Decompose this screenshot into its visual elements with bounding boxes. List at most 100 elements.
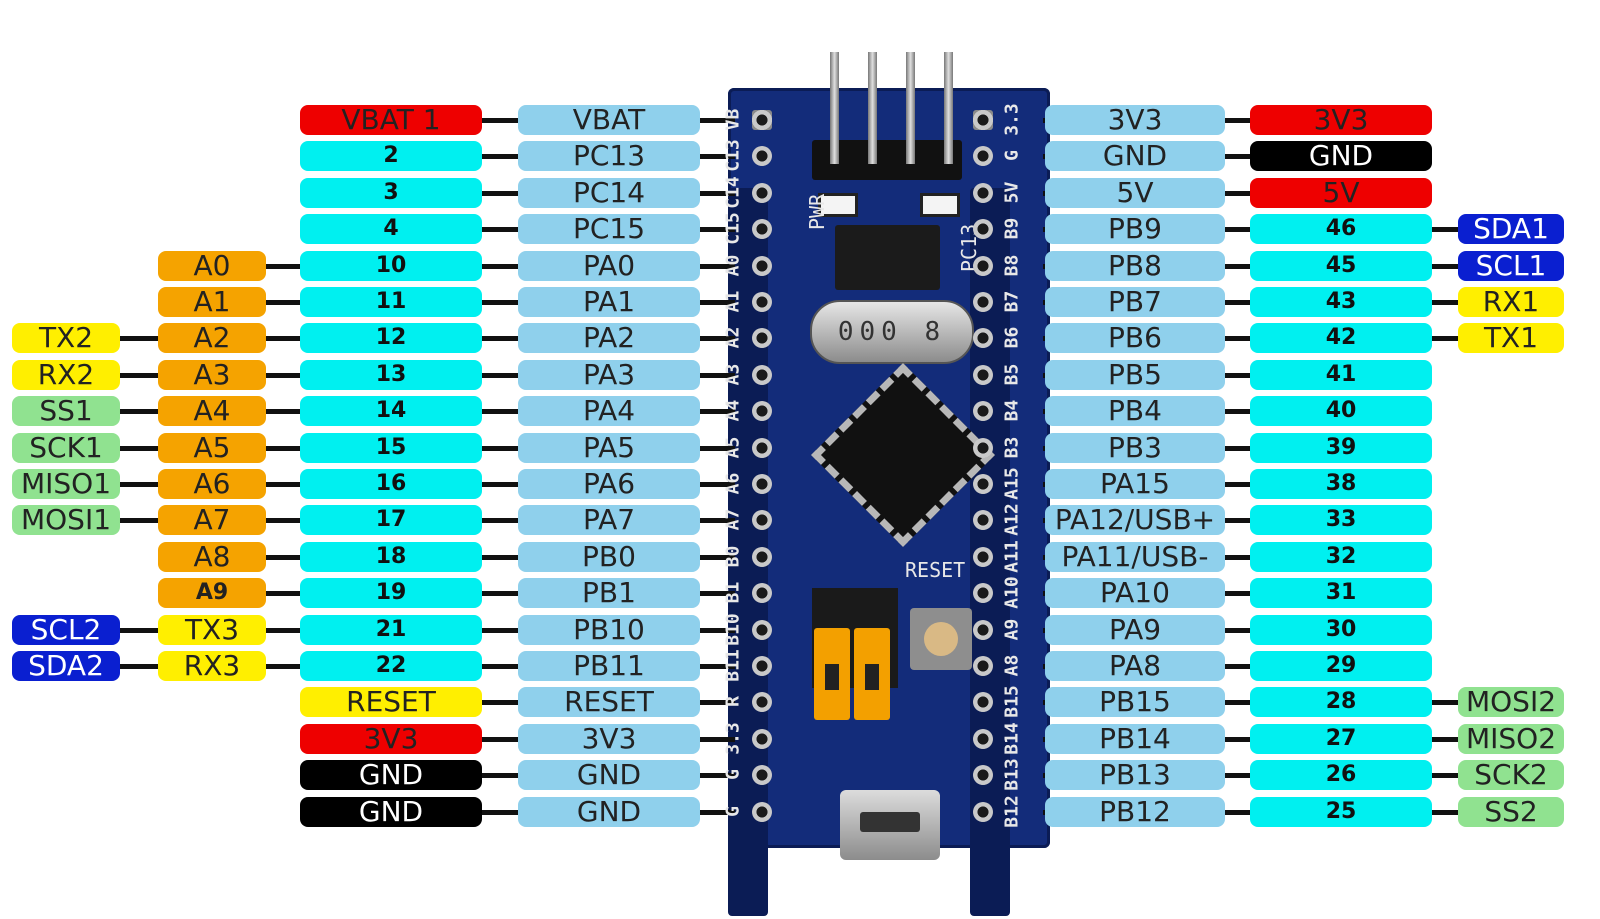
- silk-label: B8: [1001, 254, 1023, 276]
- silk-label: A9: [1001, 618, 1023, 640]
- header-pad: [752, 728, 772, 749]
- pin-number: 43: [1250, 287, 1432, 317]
- header-pad: [752, 656, 772, 676]
- wire: [698, 482, 735, 487]
- analog-label: A0: [158, 250, 266, 281]
- silk-label: A11: [1001, 540, 1023, 573]
- alt-function-label: MISO2: [1458, 723, 1564, 754]
- header-pad: [973, 255, 993, 276]
- boot1-jumper[interactable]: [854, 628, 890, 720]
- header-pad: [752, 292, 772, 312]
- port-name: PB11: [518, 651, 700, 681]
- port-name: PB0: [518, 541, 700, 572]
- header-pad: [973, 656, 993, 676]
- port-name: PA1: [518, 287, 700, 317]
- alt-function-label: SCK1: [12, 432, 120, 463]
- wire: [698, 409, 735, 415]
- header-pad: [973, 765, 993, 786]
- wire: [1430, 227, 1462, 233]
- header-pad: [752, 801, 772, 822]
- wire: [1222, 554, 1252, 560]
- port-name: PA15: [1045, 469, 1225, 499]
- header-pad: [752, 182, 772, 203]
- port-name: PA7: [518, 505, 700, 536]
- wire: [1430, 700, 1462, 706]
- wire: [480, 190, 520, 196]
- port-name: PA4: [518, 396, 700, 427]
- wire: [265, 372, 305, 378]
- alt-function-label: SS1: [12, 396, 120, 427]
- wire: [120, 409, 160, 415]
- wire: [265, 263, 305, 269]
- header-pad: [752, 510, 772, 531]
- silk-label: B15: [1001, 685, 1023, 719]
- wire: [1222, 773, 1252, 779]
- boot0-jumper[interactable]: [814, 628, 850, 720]
- header-pad: [973, 292, 993, 312]
- silk-label: B1: [722, 581, 744, 604]
- port-name: PB8: [1045, 250, 1225, 281]
- wire: [1222, 518, 1252, 524]
- pin-number: 14: [300, 396, 482, 427]
- silk-label: A1: [722, 290, 744, 313]
- wire: [480, 736, 520, 742]
- pin-number: GND: [300, 760, 482, 791]
- analog-label: A4: [158, 396, 266, 427]
- wire: [698, 372, 735, 378]
- wire: [698, 773, 735, 779]
- pin-number: 3V3: [300, 723, 482, 754]
- wire: [698, 445, 735, 451]
- swd-pin: [830, 52, 839, 164]
- reset-button[interactable]: [910, 608, 972, 670]
- wire: [480, 627, 520, 633]
- wire: [480, 591, 520, 597]
- silk-label: G: [1001, 150, 1023, 162]
- analog-label: A9: [158, 578, 266, 609]
- silk-label: 5V: [1001, 181, 1023, 204]
- wire: [265, 300, 305, 305]
- header-pad: [973, 437, 993, 458]
- wire: [698, 263, 735, 269]
- pin-number: 21: [300, 614, 482, 645]
- header-pad: [752, 583, 772, 604]
- analog-label: TX3: [158, 614, 266, 645]
- silk-label: B13: [1001, 758, 1023, 791]
- pin-number: 29: [1250, 651, 1432, 681]
- wire: [120, 482, 160, 487]
- pin-number: 30: [1250, 614, 1432, 645]
- wire: [265, 336, 305, 342]
- wire: [480, 554, 520, 560]
- pin-number: 2: [300, 141, 482, 172]
- header-pad: [973, 801, 993, 822]
- silk-label: G: [722, 769, 744, 781]
- port-name: PA12/USB+: [1045, 505, 1225, 536]
- port-name: GND: [1045, 141, 1225, 172]
- silk-label: B4: [1001, 399, 1023, 422]
- wire: [265, 554, 305, 560]
- wire: [1222, 664, 1252, 669]
- silk-label: A8: [1001, 654, 1023, 677]
- silk-label: A2: [722, 327, 744, 349]
- alt-function-label: SS2: [1458, 796, 1564, 827]
- port-name: PB4: [1045, 396, 1225, 427]
- port-name: PA0: [518, 250, 700, 281]
- analog-label: A2: [158, 323, 266, 354]
- wire: [1222, 591, 1252, 597]
- silk-label: A5: [722, 436, 744, 458]
- silk-label: C15: [722, 212, 744, 245]
- pin-number: 32: [1250, 541, 1432, 572]
- crystal: 000 8: [810, 300, 974, 364]
- port-name: 3V3: [518, 723, 700, 754]
- alt-function-label: MOSI1: [12, 505, 120, 536]
- port-name: PC15: [518, 214, 700, 245]
- port-name: PB14: [1045, 723, 1225, 754]
- wire: [698, 554, 735, 560]
- wire: [1430, 263, 1462, 269]
- header-pad: [973, 401, 993, 422]
- pin-number: RESET: [300, 687, 482, 718]
- wire: [265, 482, 305, 487]
- voltage-regulator: [835, 225, 940, 290]
- silk-label: VB: [722, 108, 744, 131]
- header-pad: [752, 437, 772, 458]
- header-pad: [973, 692, 993, 713]
